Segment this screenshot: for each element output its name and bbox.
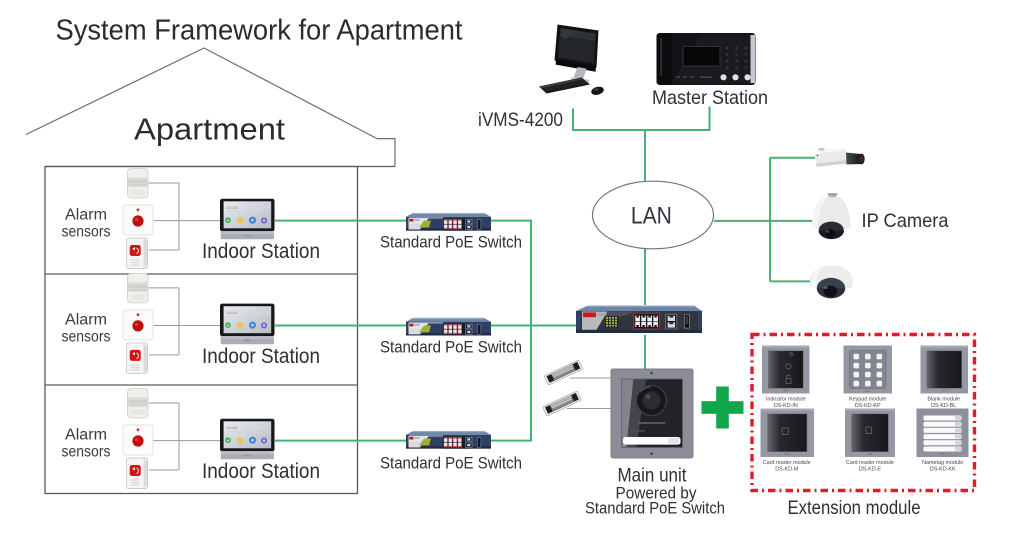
svg-text:DS-KD-M: DS-KD-M: [775, 467, 799, 473]
svg-text:Apartment: Apartment: [134, 113, 286, 147]
svg-text:DS-KD-KP: DS-KD-KP: [855, 403, 881, 409]
svg-text:Standard PoE Switch: Standard PoE Switch: [380, 233, 522, 252]
svg-text:Standard PoE Switch: Standard PoE Switch: [585, 499, 725, 518]
svg-text:Master Station: Master Station: [652, 87, 768, 109]
svg-text:DS-KD-IN: DS-KD-IN: [774, 403, 798, 409]
svg-text:System Framework for Apartment: System Framework for Apartment: [56, 15, 463, 47]
svg-text:Keypad module: Keypad module: [849, 397, 886, 403]
svg-text:Extension module: Extension module: [788, 497, 921, 519]
svg-text:LAN: LAN: [631, 203, 672, 230]
svg-text:DS-KD-KK: DS-KD-KK: [930, 467, 956, 473]
svg-text:Card reader module: Card reader module: [763, 460, 811, 466]
svg-text:IP Camera: IP Camera: [862, 210, 949, 232]
svg-text:Standard PoE Switch: Standard PoE Switch: [380, 454, 522, 473]
svg-text:Indicator module: Indicator module: [766, 397, 806, 403]
svg-text:Nametag module: Nametag module: [922, 460, 963, 466]
svg-text:Powered by: Powered by: [616, 484, 697, 503]
svg-text:Main unit: Main unit: [618, 465, 688, 487]
svg-text:Blank module: Blank module: [927, 397, 960, 403]
svg-text:DS-KD-BL: DS-KD-BL: [931, 403, 956, 409]
svg-text:iVMS-4200: iVMS-4200: [478, 110, 563, 131]
svg-text:Card reader module: Card reader module: [846, 460, 894, 466]
svg-text:DS-KD-E: DS-KD-E: [859, 467, 882, 473]
svg-text:Standard PoE Switch: Standard PoE Switch: [380, 337, 522, 356]
